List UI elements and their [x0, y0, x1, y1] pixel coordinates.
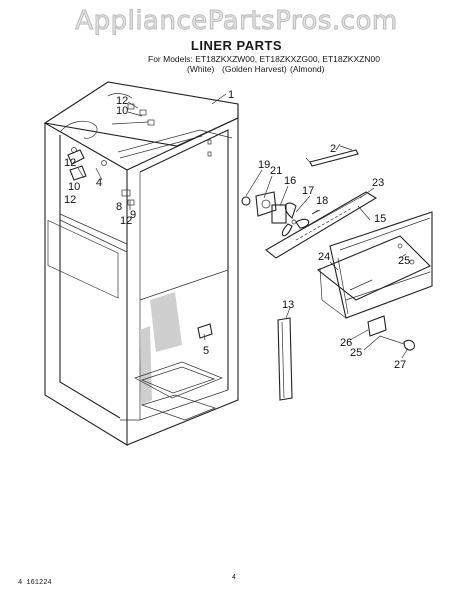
callout-10-left: 10: [68, 181, 80, 193]
callout-4: 4: [96, 177, 102, 189]
callout-15: 15: [374, 213, 386, 225]
callout-12-lower: 12: [64, 194, 76, 206]
callout-9: 9: [130, 209, 136, 221]
color-almond: (Almond): [290, 64, 325, 74]
callout-23: 23: [372, 177, 384, 189]
evaporator-cover: [265, 191, 433, 319]
callout-18: 18: [316, 195, 328, 207]
callout-10-top: 10: [116, 105, 128, 117]
drain-parts: [367, 315, 415, 351]
callout-24: 24: [318, 251, 330, 263]
callout-12-top: 12: [116, 95, 128, 107]
callout-labels: 1 2 4 5 8 9 10 10 12 12 12 12 13 15 16 1…: [64, 89, 410, 371]
part-2-bracket: [305, 143, 359, 167]
callout-8: 8: [116, 201, 122, 213]
page-number: 4: [232, 574, 236, 581]
callout-2: 2: [330, 143, 336, 155]
callout-13: 13: [282, 299, 294, 311]
callout-1: 1: [228, 89, 234, 101]
callout-27: 27: [394, 359, 406, 371]
callout-25-upper: 25: [398, 255, 410, 267]
color-white: (White): [187, 64, 215, 74]
callout-16: 16: [284, 175, 296, 187]
part-13-tube: [277, 317, 293, 401]
callout-25-lower: 25: [350, 347, 362, 359]
callout-12-left: 12: [64, 157, 76, 169]
watermark-logo: AppliancePartsPros.com: [75, 6, 398, 37]
document-code: 4 161224: [18, 579, 52, 587]
color-golden-harvest: (Golden Harvest): [222, 64, 287, 74]
liner-cabinet: [43, 81, 239, 446]
callout-5: 5: [203, 345, 209, 357]
callout-21: 21: [270, 165, 282, 177]
leader-lines: [77, 101, 409, 359]
callout-12-mid: 12: [120, 215, 132, 227]
fan-motor-assembly: [241, 191, 319, 237]
callout-26: 26: [340, 337, 352, 349]
callout-19: 19: [258, 159, 270, 171]
page-title: LINER PARTS: [190, 38, 283, 53]
model-list: For Models: ET18ZKXZW00, ET18ZKXZG00, ET…: [148, 54, 380, 64]
callout-17: 17: [302, 185, 314, 197]
